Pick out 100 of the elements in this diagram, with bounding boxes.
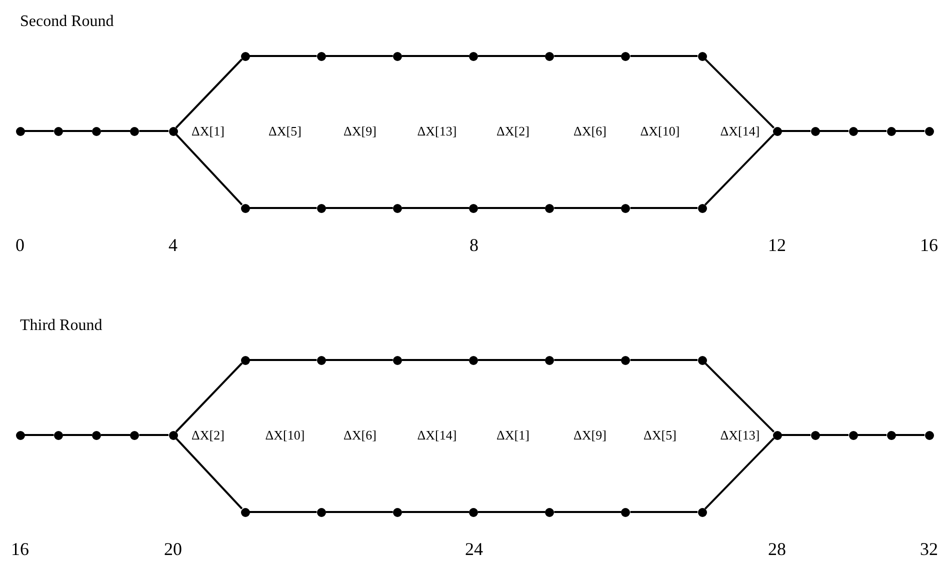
connecting-line (820, 434, 848, 436)
variable-label: ΔX[9] (344, 124, 376, 138)
connecting-line (250, 359, 317, 361)
variable-label: ΔX[5] (268, 124, 302, 138)
variable-label: ΔX[10] (265, 428, 305, 442)
dot (698, 508, 707, 516)
dot (772, 430, 782, 440)
dot (168, 430, 178, 440)
connecting-line (478, 359, 546, 361)
round-title: Second Round (20, 14, 114, 30)
dot (16, 430, 24, 440)
variable-label: ΔX[13] (720, 428, 760, 442)
connecting-line (630, 359, 698, 361)
dot (240, 52, 250, 60)
connecting-line (62, 130, 92, 132)
dot (130, 430, 140, 440)
connecting-line (478, 207, 546, 209)
position-number: 32 (920, 540, 938, 558)
variable-label: ΔX[2] (192, 428, 224, 442)
connecting-line (101, 434, 130, 436)
connecting-line (402, 55, 469, 57)
position-number: 12 (768, 236, 786, 254)
connecting-line (896, 130, 924, 132)
dot (810, 126, 820, 136)
dot (621, 356, 630, 364)
connecting-line (250, 55, 317, 57)
connecting-line (554, 207, 622, 209)
dot (621, 52, 630, 60)
dot (168, 126, 178, 136)
connecting-line (478, 55, 546, 57)
dot (392, 52, 402, 60)
variable-label: ΔX[6] (574, 124, 606, 138)
connecting-line (704, 58, 775, 129)
connecting-line (478, 511, 546, 513)
dot (54, 126, 63, 136)
dot (886, 430, 896, 440)
dot (621, 508, 630, 516)
dot (469, 508, 478, 516)
dot (130, 126, 140, 136)
connecting-line (554, 359, 622, 361)
dot (469, 204, 478, 212)
dot (92, 126, 101, 136)
dot (316, 52, 326, 60)
connecting-line (250, 511, 317, 513)
variable-label: ΔX[14] (417, 428, 457, 442)
connecting-line (402, 511, 469, 513)
position-number: 20 (164, 540, 182, 558)
connecting-line (175, 58, 243, 128)
connecting-line (704, 134, 775, 206)
dot (16, 126, 24, 136)
connecting-line (554, 55, 622, 57)
dot (545, 356, 554, 364)
position-number: 8 (470, 236, 478, 254)
connecting-line (554, 511, 622, 513)
dot (469, 356, 478, 364)
connecting-line (820, 130, 848, 132)
dot (392, 356, 402, 364)
round-title: Third Round (20, 318, 102, 334)
dot (240, 508, 250, 516)
dot (545, 508, 554, 516)
dot (924, 430, 934, 440)
dot (621, 204, 630, 212)
dot (545, 204, 554, 212)
position-number: 0 (16, 236, 24, 254)
variable-label: ΔX[1] (496, 428, 530, 442)
connecting-line (175, 134, 243, 206)
variable-label: ΔX[6] (344, 428, 376, 442)
variable-label: ΔX[5] (644, 428, 676, 442)
position-number: 16 (920, 236, 938, 254)
connecting-line (782, 130, 810, 132)
dot (886, 126, 896, 136)
dot (240, 356, 250, 364)
dot (54, 430, 63, 440)
connecting-line (175, 362, 243, 432)
dot (772, 126, 782, 136)
connecting-line (101, 130, 130, 132)
connecting-line (704, 362, 775, 433)
position-number: 4 (168, 236, 178, 254)
position-number: 28 (768, 540, 786, 558)
dot (698, 356, 707, 364)
variable-label: ΔX[1] (192, 124, 224, 138)
connecting-line (250, 207, 317, 209)
dot (698, 52, 707, 60)
connecting-line (630, 207, 698, 209)
connecting-line (24, 434, 54, 436)
variable-label: ΔX[10] (640, 124, 680, 138)
dot (469, 52, 478, 60)
connecting-line (175, 438, 243, 510)
connecting-line (630, 55, 698, 57)
variable-label: ΔX[14] (720, 124, 760, 138)
dot (392, 508, 402, 516)
variable-label: ΔX[9] (574, 428, 606, 442)
variable-label: ΔX[2] (496, 124, 530, 138)
dot (848, 126, 858, 136)
connecting-line (326, 207, 393, 209)
dot (316, 508, 326, 516)
connecting-line (630, 511, 698, 513)
dot (848, 430, 858, 440)
connecting-line (402, 359, 469, 361)
connecting-line (402, 207, 469, 209)
